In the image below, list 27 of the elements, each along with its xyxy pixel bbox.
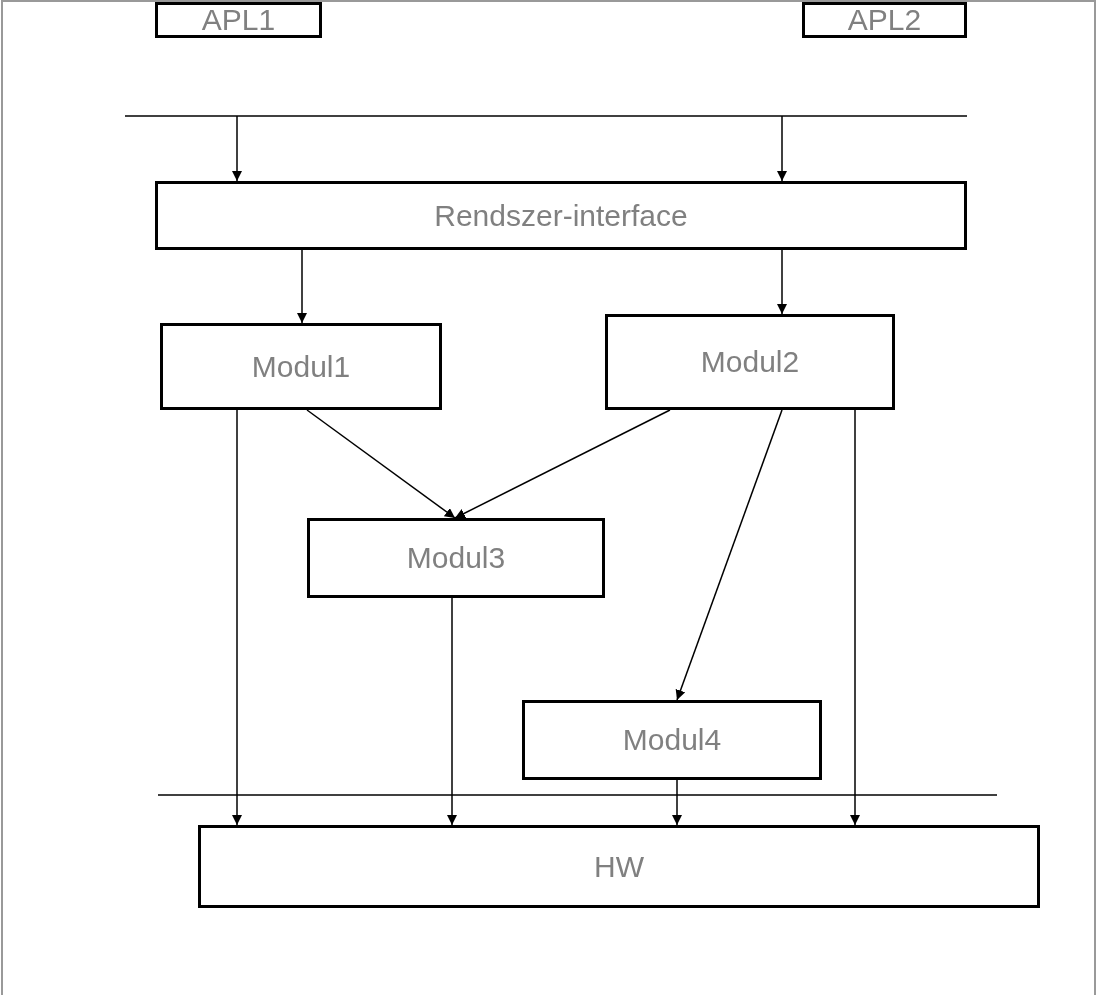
arrow <box>232 115 242 182</box>
arrow <box>777 249 787 315</box>
box-label: HW <box>594 849 644 884</box>
box-label: Modul4 <box>622 723 722 757</box>
box-label: APL2 <box>847 3 922 37</box>
box-label: Modul3 <box>406 541 506 575</box>
process-box <box>160 323 442 410</box>
process-box <box>605 314 895 410</box>
arrow <box>297 249 307 324</box>
process-box <box>155 181 967 250</box>
process-box <box>155 2 322 38</box>
process-box <box>802 2 967 38</box>
box-label: Rendszer-interface <box>434 198 688 233</box>
process-box <box>307 518 605 598</box>
arrow <box>306 409 456 519</box>
box-label: Modul1 <box>251 349 351 384</box>
box-label: APL1 <box>201 3 276 37</box>
arrow <box>672 779 682 826</box>
process-box <box>198 825 1040 908</box>
arrow <box>675 409 783 701</box>
arrow <box>232 409 242 826</box>
arrow <box>777 115 787 182</box>
box-label: Modul2 <box>700 345 800 379</box>
arrow <box>454 409 671 519</box>
arrow <box>850 409 860 826</box>
process-box <box>522 700 822 780</box>
arrow <box>447 597 457 826</box>
